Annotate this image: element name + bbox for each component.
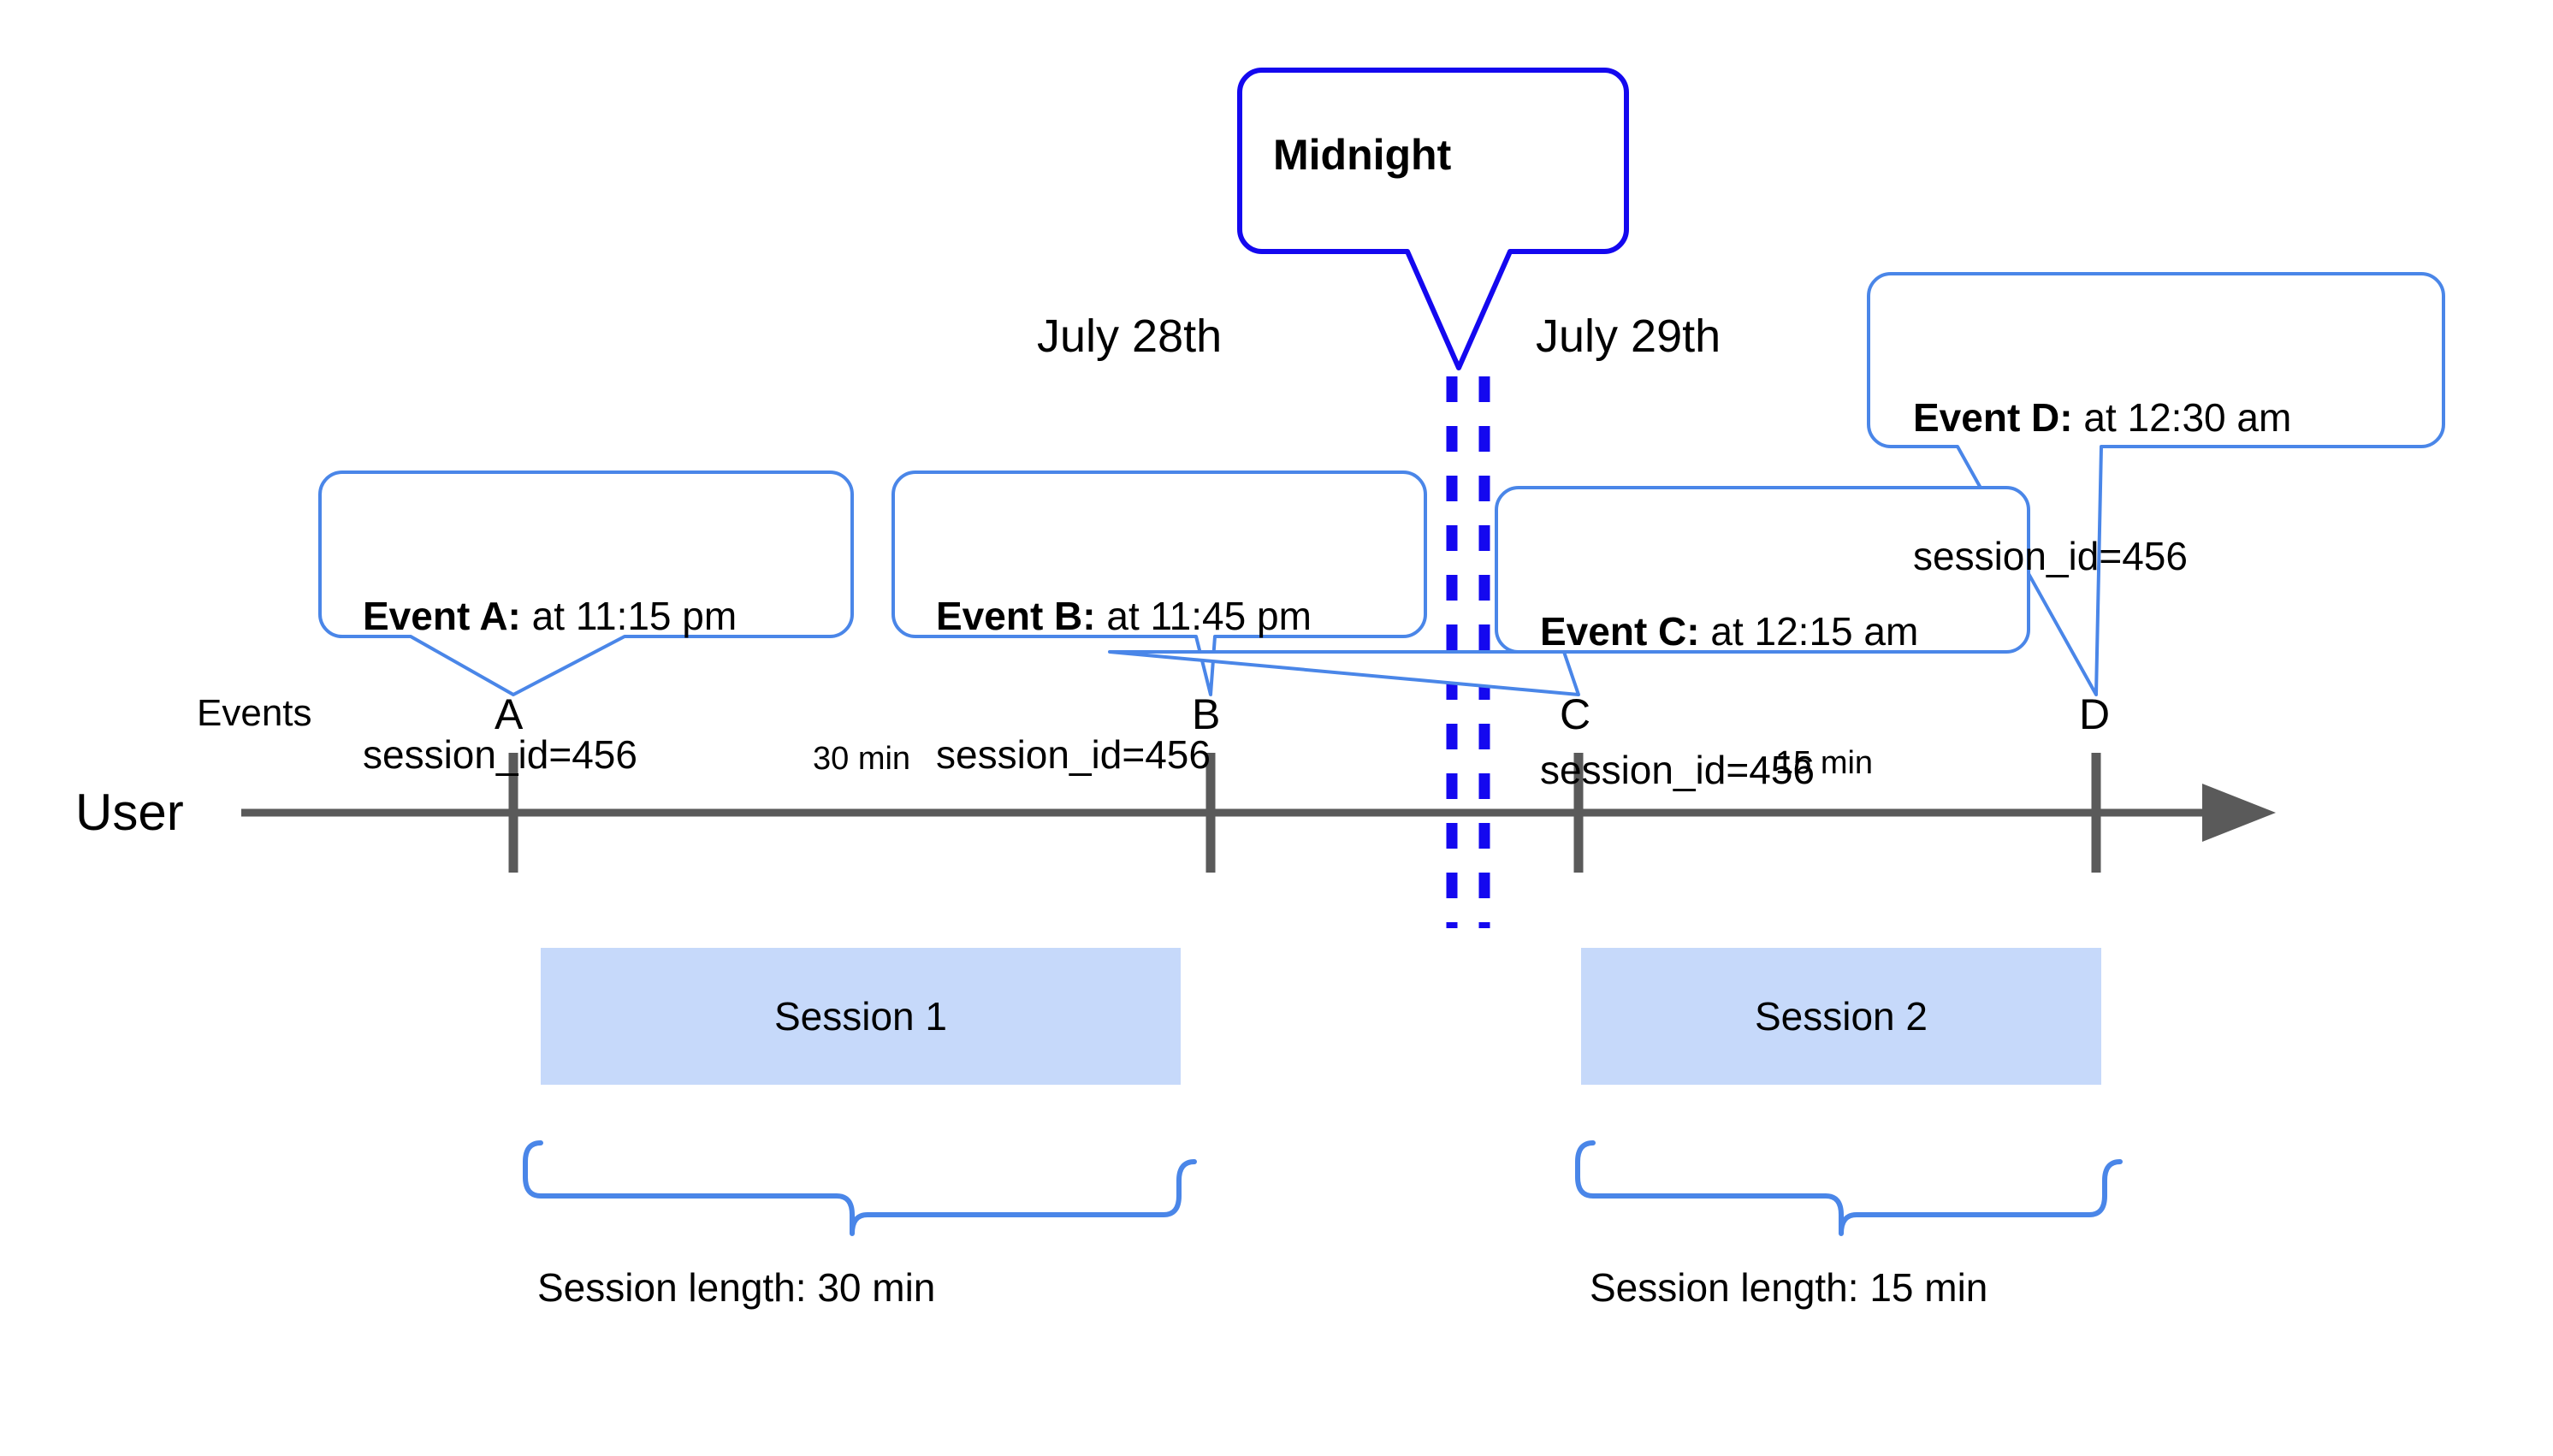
interval-label-15min: 15 min	[1775, 745, 1874, 781]
event-b-callout-shape	[891, 471, 1427, 696]
event-a-callout-text: Event A: at 11:15 pm session_id=456	[363, 500, 737, 871]
axis-row-label-user: User	[75, 784, 184, 841]
event-c-callout-shape	[1108, 486, 2030, 696]
event-a-title: Event A:	[363, 593, 521, 638]
axis-events-label: Events	[197, 692, 312, 734]
date-label-right: July 29th	[1536, 311, 1721, 362]
event-c-callout-text: Event C: at 12:15 am session_id=456	[1540, 515, 1918, 886]
event-b-callout-text: Event B: at 11:45 pm session_id=456	[936, 500, 1312, 871]
event-letter-b: B	[1192, 690, 1221, 738]
session-1-brace	[523, 1140, 1197, 1236]
midnight-callout-shape	[1237, 68, 1629, 370]
session-2-bar: Session 2	[1581, 948, 2101, 1085]
event-c-detail: session_id=456	[1540, 748, 1815, 793]
event-a-time: at 11:15 pm	[520, 593, 737, 638]
event-d-callout-text: Event D: at 12:30 am session_id=456	[1913, 301, 2291, 672]
event-b-detail: session_id=456	[936, 732, 1211, 778]
session-2-brace	[1575, 1140, 2123, 1236]
event-d-time: at 12:30 am	[2072, 394, 2292, 440]
session-1-length-label: Session length: 30 min	[537, 1265, 936, 1310]
event-d-detail: session_id=456	[1913, 534, 2188, 579]
interval-label-30min: 30 min	[813, 741, 911, 777]
event-c-time: at 12:15 am	[1699, 608, 1919, 654]
event-letter-a: A	[495, 690, 524, 738]
timeline-arrowhead	[2202, 784, 2276, 842]
event-letter-c: C	[1560, 690, 1591, 738]
event-b-time: at 11:45 pm	[1095, 593, 1312, 638]
midnight-label: Midnight	[1273, 131, 1452, 179]
event-d-callout-shape	[1867, 272, 2445, 696]
event-letter-d: D	[2079, 690, 2111, 738]
session-1-bar: Session 1	[541, 948, 1181, 1085]
event-c-title: Event C:	[1540, 608, 1700, 654]
session-2-label: Session 2	[1754, 994, 1928, 1039]
session-1-label: Session 1	[773, 994, 947, 1039]
session-2-length-label: Session length: 15 min	[1590, 1265, 1988, 1310]
event-a-callout-shape	[318, 471, 854, 696]
date-label-left: July 28th	[1037, 311, 1223, 362]
event-d-title: Event D:	[1913, 394, 2073, 440]
event-a-detail: session_id=456	[363, 732, 637, 778]
event-b-title: Event B:	[936, 593, 1096, 638]
